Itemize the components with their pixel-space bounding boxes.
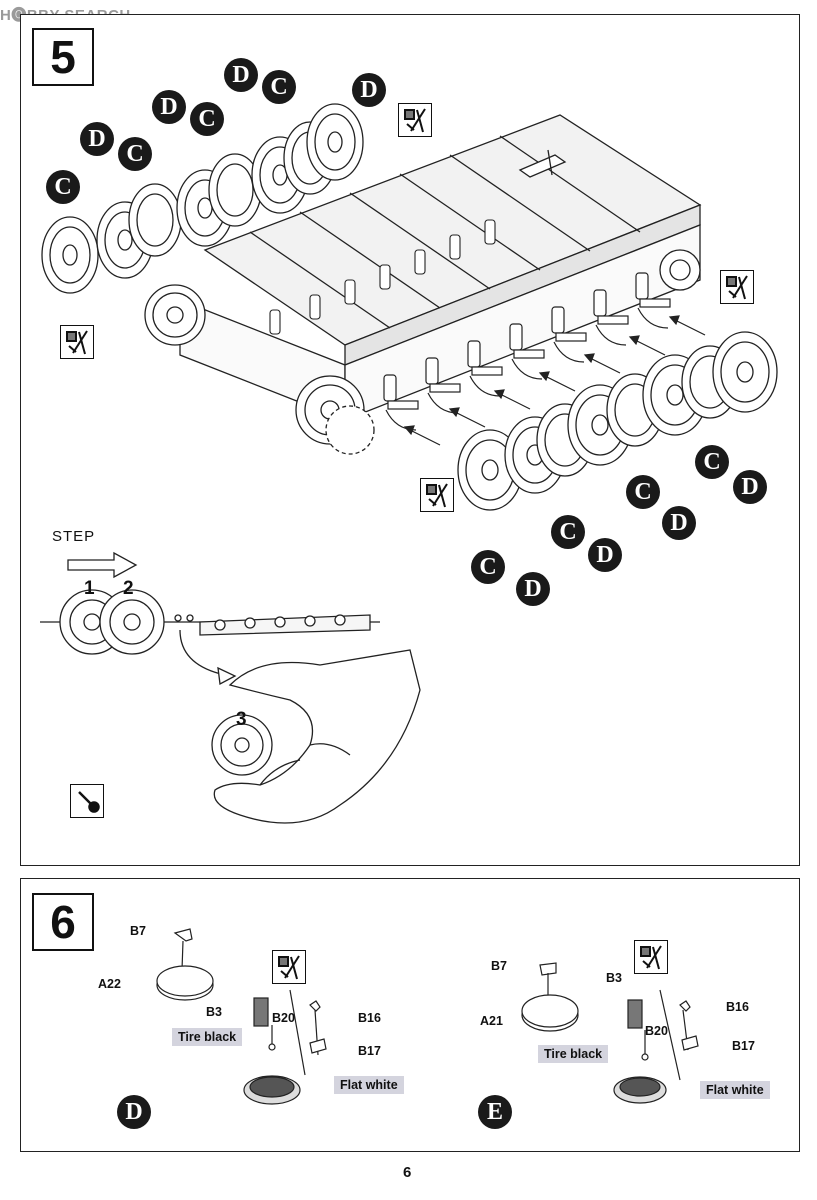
part-label: B16 (358, 1011, 381, 1025)
callout-d: D (80, 122, 114, 156)
no-glue-icon (420, 478, 454, 512)
no-glue-icon (60, 325, 94, 359)
direction-arrow-icon (67, 551, 138, 579)
part-label: B16 (726, 1000, 749, 1014)
order-number-3: 3 (236, 709, 247, 730)
callout-d: D (152, 90, 186, 124)
callout-c: C (626, 475, 660, 509)
paint-label-tire-black: Tire black (538, 1045, 609, 1063)
far-side-road-wheels (41, 103, 364, 294)
part-label: B3 (206, 1005, 222, 1019)
cement-icon (70, 784, 104, 818)
callout-d: D (224, 58, 258, 92)
callout-c: C (695, 445, 729, 479)
near-side-road-wheels (457, 331, 778, 511)
callout-d: D (588, 538, 622, 572)
part-label: B17 (732, 1039, 755, 1053)
paint-label-flat-white: Flat white (334, 1076, 404, 1094)
part-label: B7 (491, 959, 507, 973)
callout-d: D (352, 73, 386, 107)
callout-c: C (551, 515, 585, 549)
callout-d: D (733, 470, 767, 504)
no-glue-icon (720, 270, 754, 304)
callout-c: C (46, 170, 80, 204)
callout-d: D (662, 506, 696, 540)
callout-c: C (471, 550, 505, 584)
callout-d: D (516, 572, 550, 606)
paint-label-flat-white: Flat white (700, 1081, 770, 1099)
hull-suspension-drawing (144, 114, 706, 455)
callout-d: D (117, 1095, 151, 1129)
part-label: B7 (130, 924, 146, 938)
part-label: B3 (606, 971, 622, 985)
part-label: B20 (645, 1024, 668, 1038)
step-5-number: 5 (32, 28, 94, 86)
callout-e: E (478, 1095, 512, 1129)
part-label: A21 (480, 1014, 503, 1028)
hatch-assembly-drawing-e (521, 962, 699, 1104)
part-label: B17 (358, 1044, 381, 1058)
order-number-2: 2 (123, 578, 134, 599)
callout-c: C (262, 70, 296, 104)
order-number-1: 1 (84, 578, 95, 599)
step-label: STEP (52, 528, 96, 545)
hatch-assembly-drawing-d (156, 928, 327, 1105)
hand-icon (211, 649, 421, 824)
track-sequence-drawing (40, 589, 380, 686)
callout-c: C (118, 137, 152, 171)
no-glue-icon (398, 103, 432, 137)
part-label: B20 (272, 1011, 295, 1025)
paint-label-tire-black: Tire black (172, 1028, 243, 1046)
step-6-number: 6 (32, 893, 94, 951)
page-number: 6 (403, 1164, 412, 1181)
callout-c: C (190, 102, 224, 136)
no-glue-icon (634, 940, 668, 974)
part-label: A22 (98, 977, 121, 991)
no-glue-icon (272, 950, 306, 984)
